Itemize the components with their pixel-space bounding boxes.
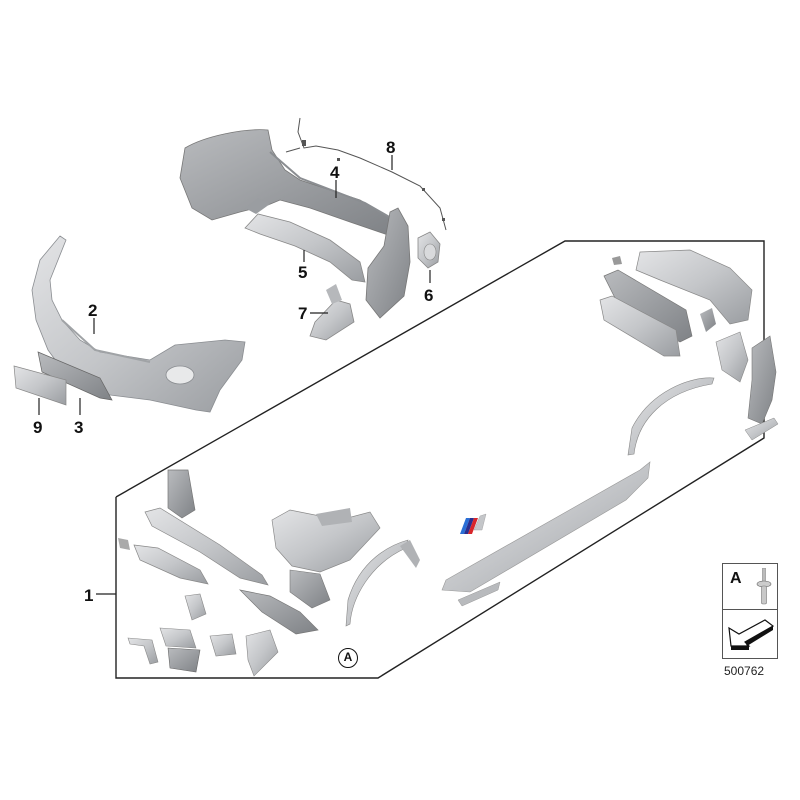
diagram-number: 500762 (724, 664, 765, 678)
callout-6[interactable]: 6 (424, 286, 434, 305)
side-skirt[interactable] (441, 461, 651, 607)
group-a-front-parts (118, 469, 420, 677)
legend-letter: A (730, 570, 742, 587)
sensor-holder-part-6[interactable] (417, 231, 441, 269)
license-plate-holder-part-9[interactable] (13, 365, 67, 406)
bracket-part-7[interactable] (309, 284, 355, 341)
rear-bumper-side-panel[interactable] (365, 207, 411, 319)
rear-bumper-part-4[interactable] (179, 129, 399, 236)
rear-diffuser-trim-part-5[interactable] (244, 213, 366, 283)
rivet-icon (756, 568, 772, 605)
callout-3[interactable]: 3 (74, 418, 84, 437)
callout-5[interactable]: 5 (298, 263, 308, 282)
callout-1[interactable]: 1 (84, 586, 94, 605)
leader-lines (38, 155, 431, 595)
rear-wheel-arch-trim[interactable] (627, 377, 715, 456)
wiring-harness-part-8[interactable] (285, 117, 447, 231)
callout-2[interactable]: 2 (88, 301, 98, 320)
callout-7[interactable]: 7 (298, 304, 308, 323)
callout-8[interactable]: 8 (386, 138, 396, 157)
legend-box: A (722, 563, 778, 659)
group-a-rear-parts (599, 249, 779, 441)
legend-fastener-cell: A (723, 564, 777, 610)
group-a-reference: A (338, 648, 358, 668)
lower-grille-part-3[interactable] (37, 351, 113, 401)
callout-4[interactable]: 4 (330, 163, 340, 182)
front-bumper-part-2[interactable] (31, 235, 246, 413)
group-a-outline (115, 240, 765, 679)
m-badge (460, 513, 487, 534)
callout-9[interactable]: 9 (33, 418, 43, 437)
direction-arrow-icon (728, 619, 775, 650)
